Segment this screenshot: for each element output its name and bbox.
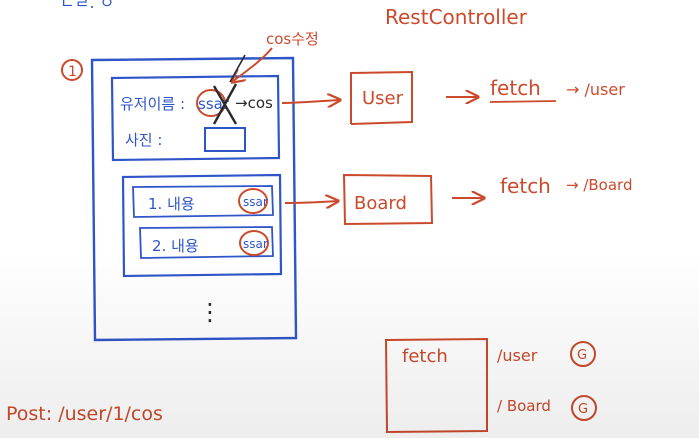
page-number-circle xyxy=(61,59,83,81)
board-item-2-author: ssar xyxy=(243,237,268,251)
board-endpoint-label: → /Board xyxy=(566,176,632,194)
more-indicator: ⋮ xyxy=(198,298,222,326)
user-name-label: 유저이름 : xyxy=(120,95,185,113)
user-endpoint-label: → /user xyxy=(566,80,625,99)
board-item-1-author: ssar xyxy=(243,195,268,209)
route-board-path: / Board xyxy=(497,397,551,415)
user-section-box xyxy=(110,74,281,162)
top-scrawl: ㄷㄹ. ㅇ xyxy=(60,0,114,12)
title-restcontroller: RestController xyxy=(385,5,528,29)
cross-out-mark xyxy=(212,83,238,125)
user-box-label: User xyxy=(362,88,404,109)
board-item-1-label: 1. 내용 xyxy=(148,195,195,213)
route-board-method: G xyxy=(578,402,588,417)
change-note-arrow xyxy=(232,47,273,82)
route-user-method: G xyxy=(577,348,587,363)
board-fetch-label: fetch xyxy=(500,174,551,198)
post-note: Post: /user/1/cos xyxy=(6,403,163,425)
route-user-method-circle xyxy=(570,341,596,367)
user-fetch-underline xyxy=(489,100,557,103)
board-item-1-author-circle xyxy=(238,188,268,214)
route-user-path: /user xyxy=(497,346,538,365)
board-box xyxy=(342,173,434,226)
photo-label: 사진 : xyxy=(125,131,162,149)
board-item-2-label: 2. 내용 xyxy=(152,237,199,255)
board-item-1-box xyxy=(132,185,274,218)
user-fetch-label: fetch xyxy=(490,76,541,100)
board-section-box xyxy=(121,173,283,278)
route-board-method-circle xyxy=(571,395,597,421)
user-box xyxy=(350,70,413,125)
page-number: 1 xyxy=(68,64,77,80)
change-note-pointer xyxy=(229,54,246,83)
change-note: cos수정 xyxy=(266,30,319,48)
page-mock-frame xyxy=(90,56,298,342)
arrow-to-user-box xyxy=(281,100,340,103)
fetch-box-label: fetch xyxy=(402,346,448,367)
fetch-box xyxy=(384,337,488,434)
photo-box xyxy=(204,127,246,152)
board-item-2-box xyxy=(139,226,274,259)
arrow-to-board-box xyxy=(284,201,338,203)
board-item-2-author-circle xyxy=(239,230,269,256)
board-box-label: Board xyxy=(354,193,407,214)
user-name-new-value: →cos xyxy=(235,94,273,112)
